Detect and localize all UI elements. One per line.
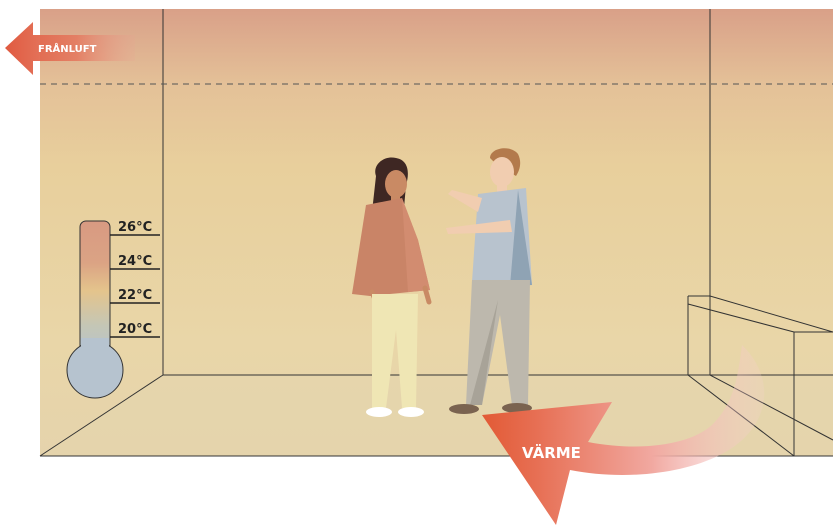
man-figure	[446, 148, 532, 414]
therm-label-22: 22°C	[118, 288, 152, 303]
therm-label-20: 20°C	[118, 322, 152, 337]
therm-label-26: 26°C	[118, 220, 152, 235]
exhaust-air-label: FRÅNLUFT	[38, 42, 97, 55]
therm-label-24: 24°C	[118, 254, 152, 269]
exhaust-air-arrow: FRÅNLUFT	[5, 22, 135, 75]
heat-arrow: VÄRME	[482, 345, 765, 525]
woman-figure	[352, 157, 432, 417]
floor	[40, 375, 833, 456]
thermometer: 26°C 24°C 22°C 20°C	[66, 220, 160, 399]
heat-label: VÄRME	[522, 443, 581, 462]
